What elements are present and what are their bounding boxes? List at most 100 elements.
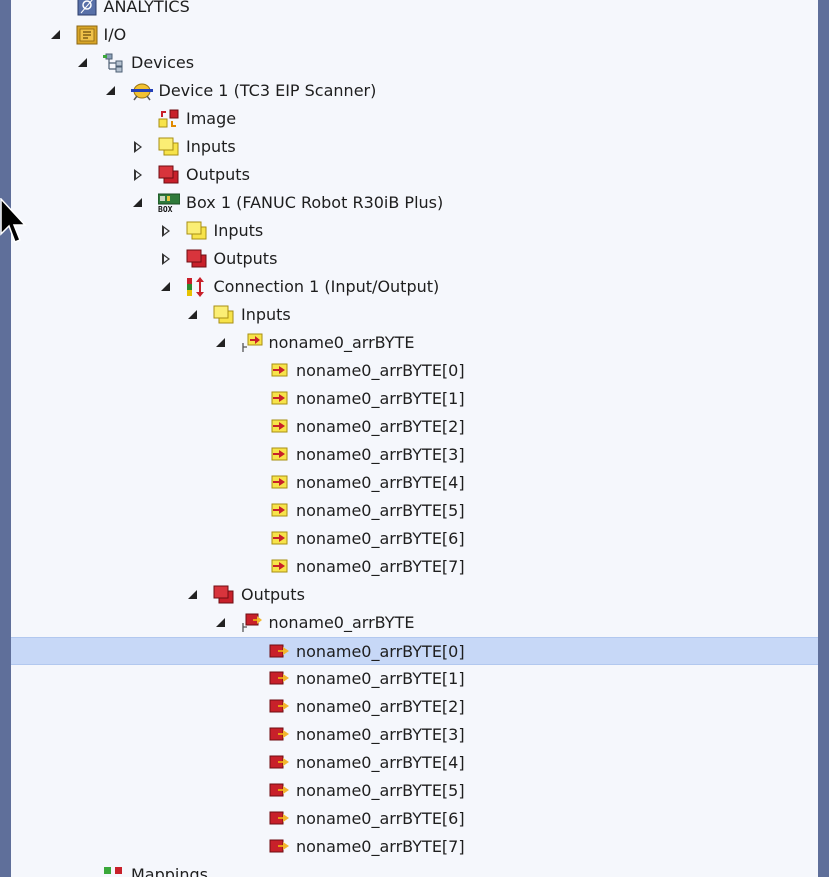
tree-item[interactable]: Inputs — [11, 217, 818, 245]
input-variable-icon — [268, 473, 290, 493]
tree-item[interactable]: noname0_arrBYTE[0] — [11, 637, 818, 665]
tree-item-label: Outputs — [186, 165, 250, 184]
input-variable-icon — [268, 557, 290, 577]
tree-item-label: Devices — [131, 53, 195, 72]
tree-item-label: Inputs — [186, 137, 236, 156]
mouse-pointer-icon — [0, 198, 27, 243]
collapse-arrow-icon[interactable] — [159, 280, 173, 294]
process-image-icon — [158, 109, 180, 129]
tree-item[interactable]: noname0_arrBYTE[0] — [11, 357, 818, 385]
input-array-icon — [241, 333, 263, 353]
devices-tree-icon — [103, 53, 125, 73]
tree-item[interactable]: noname0_arrBYTE[5] — [11, 777, 818, 805]
tree-item[interactable]: noname0_arrBYTE[6] — [11, 805, 818, 833]
tree-item-label: Inputs — [213, 221, 264, 240]
ethernetip-device-icon — [130, 81, 153, 101]
tree-item-label: noname0_arrBYTE[6] — [296, 809, 465, 828]
tree-item[interactable]: Outputs — [11, 245, 818, 273]
tree-item[interactable]: noname0_arrBYTE[4] — [11, 749, 818, 777]
expand-arrow-icon[interactable] — [131, 168, 145, 182]
collapse-arrow-icon[interactable] — [186, 588, 200, 602]
inputs-folder-icon — [213, 305, 235, 325]
outputs-folder-icon — [213, 585, 235, 605]
box-icon: BOX — [157, 193, 181, 214]
tree-item-label: Outputs — [241, 585, 305, 604]
output-variable-icon — [268, 725, 290, 745]
tree-item[interactable]: noname0_arrBYTE[3] — [11, 441, 818, 469]
tree-item-label: noname0_arrBYTE[4] — [296, 753, 465, 772]
collapse-arrow-icon[interactable] — [49, 28, 63, 42]
tree-item-label: Device 1 (TC3 EIP Scanner) — [158, 81, 377, 100]
tree-item[interactable]: noname0_arrBYTE[1] — [11, 385, 818, 413]
tree-item-label: noname0_arrBYTE — [268, 613, 415, 632]
tree-item[interactable]: noname0_arrBYTE[1] — [11, 665, 818, 693]
tree-item[interactable]: noname0_arrBYTE — [11, 329, 818, 357]
tree-item[interactable]: noname0_arrBYTE[5] — [11, 497, 818, 525]
tree-item[interactable]: noname0_arrBYTE[2] — [11, 413, 818, 441]
expand-arrow-icon[interactable] — [159, 252, 173, 266]
output-variable-icon — [268, 697, 290, 717]
inputs-folder-icon — [158, 137, 180, 157]
tree-item-label: noname0_arrBYTE[5] — [296, 781, 465, 800]
tree-item-label: noname0_arrBYTE[3] — [296, 445, 465, 464]
output-variable-icon — [268, 837, 290, 857]
tree-item-label: noname0_arrBYTE[5] — [296, 501, 465, 520]
tree-item-label: noname0_arrBYTE[0] — [296, 642, 465, 661]
tree-item-label: Mappings — [131, 865, 208, 877]
tree-item-label: noname0_arrBYTE[3] — [296, 725, 465, 744]
outputs-folder-icon — [186, 249, 208, 269]
tree-item[interactable]: ANALYTICS — [11, 0, 818, 21]
tree-item[interactable]: Outputs — [11, 581, 818, 609]
tree-item[interactable]: Device 1 (TC3 EIP Scanner) — [11, 77, 818, 105]
tree-item[interactable]: Outputs — [11, 161, 818, 189]
tree-item-label: ANALYTICS — [103, 0, 190, 16]
tree-item[interactable]: Inputs — [11, 133, 818, 161]
output-array-icon — [241, 613, 263, 633]
io-folder-icon — [76, 25, 98, 45]
tree-item[interactable]: Devices — [11, 49, 818, 77]
tree-item[interactable]: Connection 1 (Input/Output) — [11, 273, 818, 301]
expand-arrow-icon[interactable] — [159, 224, 173, 238]
input-variable-icon — [268, 445, 290, 465]
tree-item[interactable]: Mappings — [11, 861, 818, 877]
collapse-arrow-icon[interactable] — [104, 84, 118, 98]
collapse-arrow-icon[interactable] — [214, 616, 228, 630]
tree-item-label: noname0_arrBYTE[2] — [296, 697, 465, 716]
input-variable-icon — [268, 389, 290, 409]
tree-item-label: Inputs — [241, 305, 291, 324]
tree-item[interactable]: noname0_arrBYTE — [11, 609, 818, 637]
inputs-folder-icon — [186, 221, 208, 241]
input-variable-icon — [268, 361, 290, 381]
tree-item[interactable]: I/O — [11, 21, 818, 49]
collapse-arrow-icon[interactable] — [76, 56, 90, 70]
mappings-icon — [103, 865, 125, 877]
tree-item-label: noname0_arrBYTE[0] — [296, 361, 465, 380]
tree-item-label: noname0_arrBYTE[7] — [296, 557, 465, 576]
tree-item[interactable]: Image — [11, 105, 818, 133]
tree-item[interactable]: Inputs — [11, 301, 818, 329]
tree-item[interactable]: noname0_arrBYTE[7] — [11, 833, 818, 861]
tree-item-label: noname0_arrBYTE[1] — [296, 389, 465, 408]
collapse-arrow-icon[interactable] — [214, 336, 228, 350]
tree-item-label: noname0_arrBYTE — [268, 333, 415, 352]
tree-item[interactable]: noname0_arrBYTE[2] — [11, 693, 818, 721]
analytics-icon — [76, 0, 98, 17]
tree-item[interactable]: noname0_arrBYTE[3] — [11, 721, 818, 749]
collapse-arrow-icon[interactable] — [131, 196, 145, 210]
output-variable-icon — [268, 753, 290, 773]
tree-item[interactable]: noname0_arrBYTE[4] — [11, 469, 818, 497]
collapse-arrow-icon[interactable] — [186, 308, 200, 322]
svg-text:BOX: BOX — [158, 205, 173, 213]
tree-item-label: Outputs — [213, 249, 278, 268]
tree-item-label: noname0_arrBYTE[7] — [296, 837, 465, 856]
tree-item-label: Image — [186, 109, 237, 128]
tree-item[interactable]: noname0_arrBYTE[6] — [11, 525, 818, 553]
tree-item[interactable]: noname0_arrBYTE[7] — [11, 553, 818, 581]
tree-item-label: noname0_arrBYTE[4] — [296, 473, 465, 492]
input-variable-icon — [268, 417, 290, 437]
output-variable-icon — [268, 781, 290, 801]
expand-arrow-icon[interactable] — [131, 140, 145, 154]
tree-item-label: noname0_arrBYTE[6] — [296, 529, 465, 548]
